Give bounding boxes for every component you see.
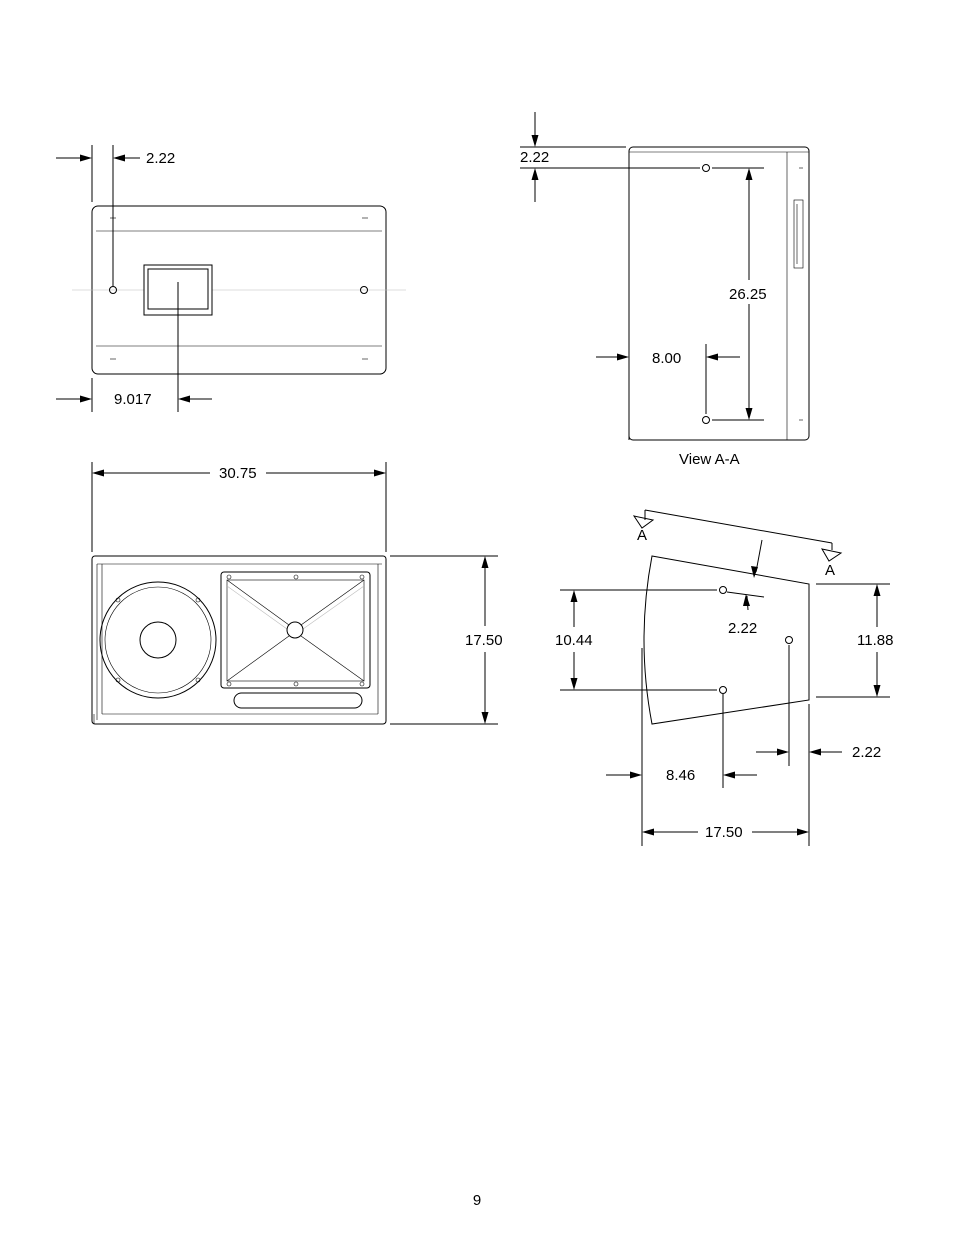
dimension-label: 2.22 [520,149,549,166]
horn-mouth [226,579,365,682]
horn-throat [286,621,304,639]
woofer-cone [104,586,212,694]
side-view-mount-point-top [719,586,727,594]
section-marker: A [637,527,647,544]
dimension-label: 10.44 [555,632,593,649]
section-line [644,509,833,544]
side-view-mount-point-rear [785,636,793,644]
view-aa-mount-point-bottom [702,416,710,424]
section-arrow-left [632,515,655,529]
dimension-label: 26.25 [729,286,767,303]
dimension-label: 2.22 [728,620,757,637]
side-view-mount-point-bottom [719,686,727,694]
dimension-label: 30.75 [219,465,257,482]
woofer-frame [99,581,217,699]
view-aa: 2.22 26.25 8.00 View A-A [520,112,810,468]
view-aa-handle [793,199,804,269]
section-arrow-right [821,548,843,562]
view-aa-outline [628,146,810,441]
dimension-label: 2.22 [852,744,881,761]
top-view-mount-point-left [109,286,117,294]
top-view-mount-point-right [360,286,368,294]
view-aa-caption: View A-A [679,451,740,468]
view-aa-mount-point-top [702,164,710,172]
dimension-label: 2.22 [146,150,175,167]
side-view: A A 10.44 2.22 11.88 2.22 [555,509,893,846]
dimension-label: 17.50 [705,824,743,841]
top-view: 2.22 9.017 [56,145,406,412]
horn-flange [220,571,371,689]
section-marker: A [825,562,835,579]
side-view-outline [643,555,810,725]
dimension-label: 11.88 [857,632,893,649]
bass-port [233,692,363,709]
dimension-label: 8.00 [652,350,681,367]
page-number: 9 [472,1192,482,1209]
woofer-dust-cap [139,621,177,659]
front-view: 30.75 17.50 [91,462,503,725]
dimension-label: 9.017 [114,391,152,408]
dimension-label: 8.46 [666,767,695,784]
dimension-label: 17.50 [465,632,503,649]
